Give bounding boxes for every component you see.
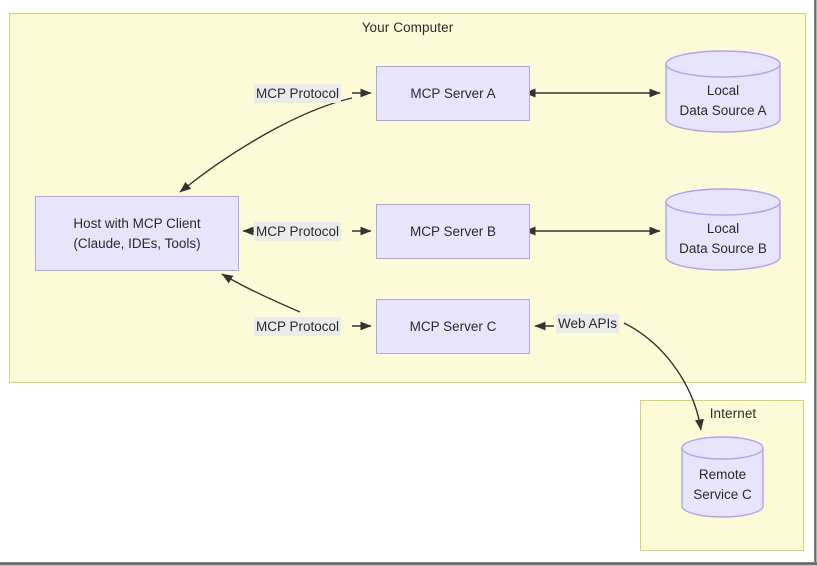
host-line2: (Claude, IDEs, Tools) [73,235,201,251]
edge-label-mcp-protocol-a: MCP Protocol [254,84,342,103]
group-internet: Internet [640,400,804,551]
edge-web-apis-to-remote-c [623,322,704,431]
node-mcp-server-a[interactable]: MCP Server A [376,66,530,121]
node-host-with-mcp-client[interactable]: Host with MCP Client (Claude, IDEs, Tool… [35,196,239,271]
edge-protocol-c-to-host [221,273,301,313]
cylinder-remote-service-c: Remote Service C [681,436,764,518]
edge-label-web-apis: Web APIs [556,314,620,333]
window-frame-right-edge [814,0,817,566]
group-your-computer-title: Your Computer [361,20,454,35]
server-c-label: MCP Server C [409,318,497,334]
cylinder-local-data-source-a: Local Data Source A [665,50,781,133]
edge-protocol-a-to-host [179,97,353,193]
server-b-label: MCP Server B [409,223,497,239]
server-a-label: MCP Server A [410,85,496,101]
node-mcp-server-b[interactable]: MCP Server B [376,204,530,259]
edge-label-mcp-protocol-b: MCP Protocol [254,222,342,241]
host-line1: Host with MCP Client [73,215,201,231]
cylinder-local-data-source-b: Local Data Source B [665,188,781,271]
node-mcp-server-c[interactable]: MCP Server C [376,299,530,354]
group-internet-title: Internet [709,406,757,421]
edge-label-mcp-protocol-c: MCP Protocol [254,317,342,336]
window-frame-bottom-edge [0,562,817,566]
